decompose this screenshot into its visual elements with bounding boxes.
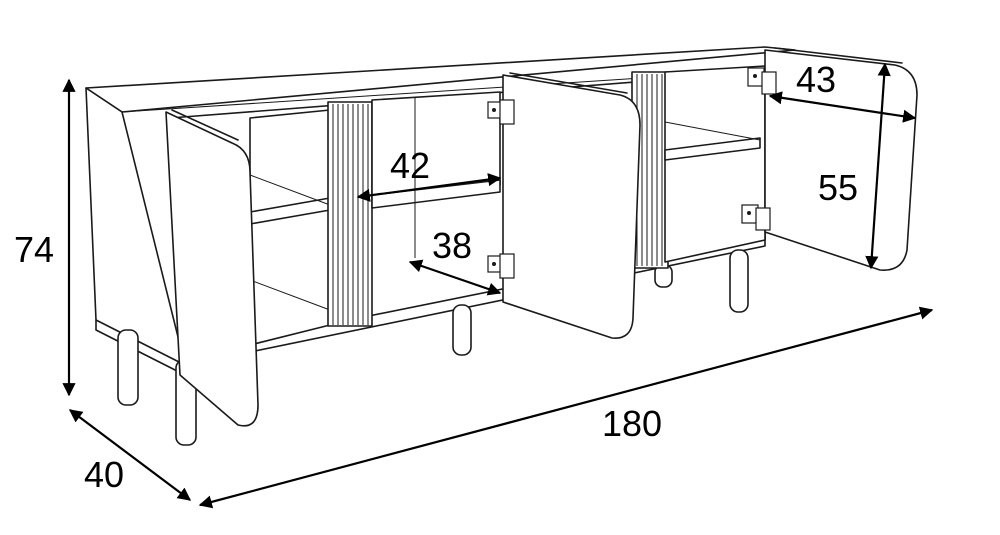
shelf-depth-label: 38	[432, 225, 472, 266]
height-label: 74	[14, 229, 54, 270]
width-label: 180	[602, 403, 662, 444]
shelf-width-label: 42	[390, 145, 430, 186]
center-door	[502, 74, 641, 339]
right-inner-back	[664, 65, 766, 263]
door-width-dimension-line	[768, 91, 917, 123]
fluted-panel-left	[327, 101, 373, 327]
depth-dimension-line	[68, 409, 192, 501]
door-height-dimension-line	[865, 62, 891, 270]
shelf-width-dimension-line	[356, 173, 502, 202]
shelf-depth-dimension-line	[408, 259, 502, 296]
left-inner-wall	[249, 109, 331, 346]
dimension-labels: 74 40 180 42 38 43 55	[14, 59, 858, 495]
width-dimension-line	[198, 306, 934, 509]
left-compartment	[249, 109, 331, 346]
hinge-center-top	[487, 99, 515, 125]
door-width-label: 43	[796, 59, 836, 100]
right-door	[764, 49, 918, 271]
hinge-right-bottom	[741, 204, 771, 231]
leg-back-center	[452, 304, 472, 356]
dimension-lines	[62, 62, 934, 509]
right-compartment	[664, 65, 766, 263]
depth-label: 40	[84, 454, 124, 495]
door-height-label: 55	[818, 167, 858, 208]
right-shelf	[664, 137, 761, 161]
leg-back-right-b	[729, 249, 749, 313]
leg-front-left	[117, 329, 139, 406]
